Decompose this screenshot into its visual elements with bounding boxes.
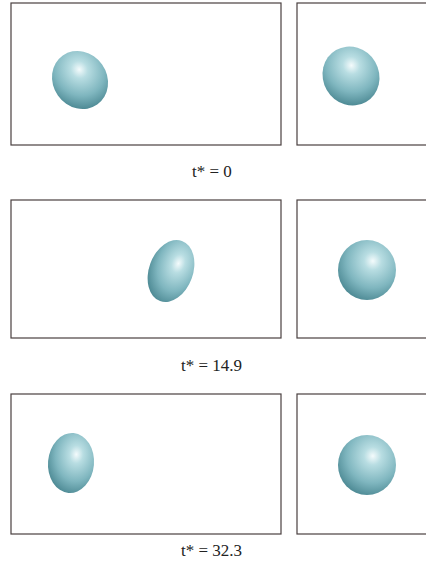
domain-box	[11, 394, 281, 534]
droplet	[41, 40, 120, 120]
time-caption: t* = 14.9	[181, 356, 242, 376]
domain-box	[11, 3, 281, 145]
domain-box	[11, 200, 281, 338]
droplet	[338, 435, 396, 495]
droplet	[338, 240, 396, 300]
droplet	[139, 233, 202, 308]
domain-box	[297, 3, 426, 145]
time-caption: t* = 32.3	[181, 541, 242, 561]
droplet	[312, 36, 390, 116]
time-caption: t* = 0	[192, 162, 232, 182]
domain-box	[297, 394, 426, 534]
domain-box	[297, 200, 426, 338]
droplet	[45, 431, 96, 495]
